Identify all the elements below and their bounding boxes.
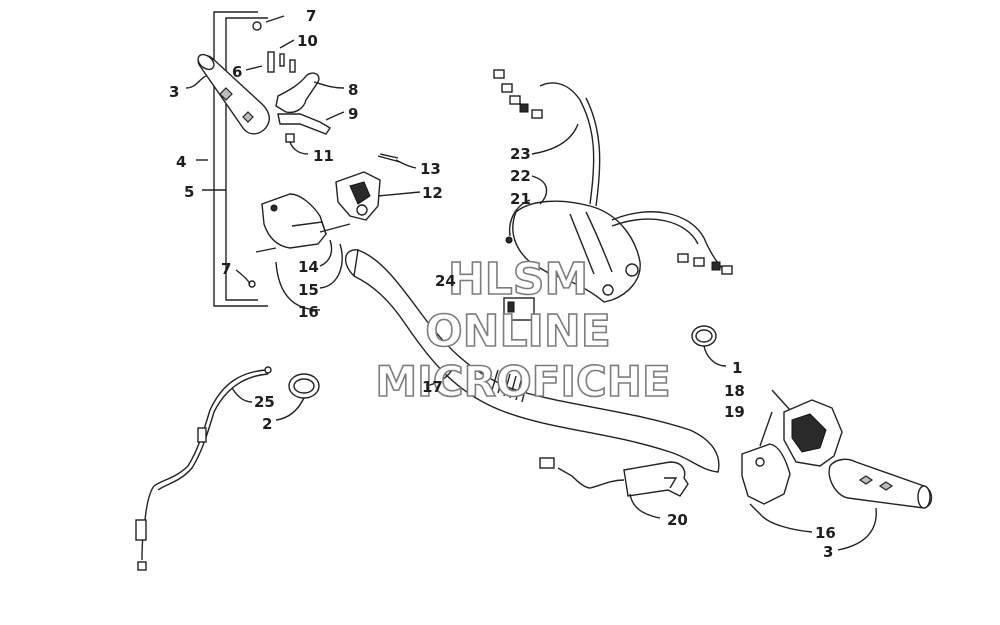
callouts: 1 2 3 3 4 5 6 7 7 8 9 10 11 12 13 14 15 … [169, 7, 836, 561]
callout-2: 2 [262, 415, 272, 433]
watermark-line2: ONLINE [425, 306, 611, 357]
leader-lines [185, 15, 877, 551]
callout-4: 4 [176, 153, 186, 171]
right-grip [828, 458, 933, 509]
throttle-cable [135, 366, 272, 571]
callout-7-top: 7 [306, 7, 316, 25]
callout-8: 8 [348, 81, 358, 99]
wiring-connectors [493, 69, 733, 275]
callout-6: 6 [232, 63, 242, 81]
callout-21: 21 [510, 190, 531, 208]
callout-16-right: 16 [815, 524, 836, 542]
frame-bracket [213, 11, 268, 307]
callout-16-left: 16 [298, 303, 319, 321]
left-grip [197, 53, 271, 135]
clamps [288, 325, 717, 399]
callout-17: 17 [422, 378, 443, 396]
watermark-line1: HLSM [448, 254, 588, 305]
heater-element [539, 457, 689, 497]
callout-25: 25 [254, 393, 275, 411]
handlebar-knurl [491, 369, 529, 403]
callout-23: 23 [510, 145, 531, 163]
callout-10: 10 [297, 32, 318, 50]
watermark: HLSM ONLINE MICROFICHE [375, 253, 672, 407]
brake-lever-assembly [252, 21, 331, 143]
callout-14: 14 [298, 258, 319, 276]
callout-1: 1 [732, 359, 742, 377]
callout-24: 24 [435, 272, 456, 290]
callout-3-left: 3 [169, 83, 179, 101]
callout-12: 12 [422, 184, 443, 202]
callout-3-right: 3 [823, 543, 833, 561]
left-control-housing [248, 153, 401, 288]
right-switch-assembly [741, 399, 843, 517]
callout-13: 13 [420, 160, 441, 178]
callout-9: 9 [348, 105, 358, 123]
callout-15: 15 [298, 281, 319, 299]
callout-20: 20 [667, 511, 688, 529]
callout-18: 18 [724, 382, 745, 400]
handlebar [344, 249, 720, 473]
callout-7-bottom: 7 [221, 260, 231, 278]
callout-19: 19 [724, 403, 745, 421]
watermark-line3: MICROFICHE [375, 357, 670, 406]
throttle-housing [493, 69, 733, 321]
callout-11: 11 [313, 147, 334, 165]
callout-22: 22 [510, 167, 531, 185]
callout-5: 5 [184, 183, 194, 201]
